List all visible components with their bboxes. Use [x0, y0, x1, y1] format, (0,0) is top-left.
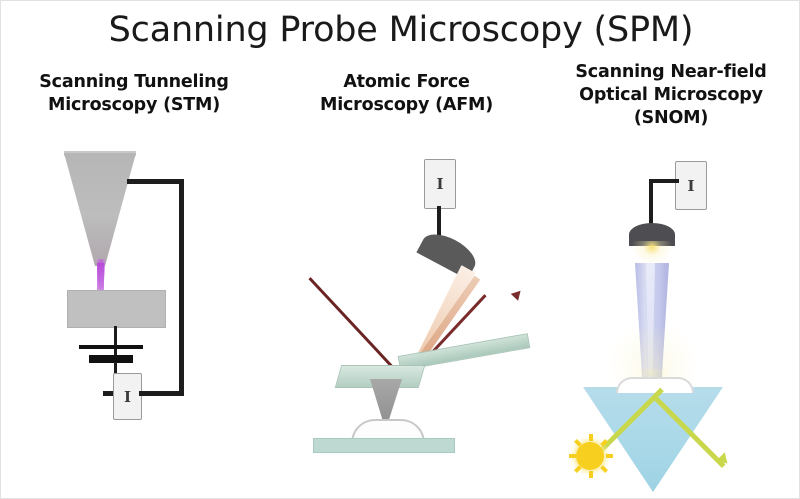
- stm-sample-surface: [67, 290, 166, 328]
- stm-wire-vertical-right: [179, 179, 184, 394]
- stm-tunneling-core-icon: [97, 263, 104, 305]
- panel-title-snom: Scanning Near-field Optical Microscopy (…: [546, 61, 796, 130]
- snom-fiber-core: [646, 263, 655, 381]
- stm-wire-meter-right: [139, 391, 184, 396]
- sun-ray-icon: [589, 434, 593, 441]
- snom-wire-vertical: [649, 179, 653, 227]
- afm-title-line2: Microscopy (AFM): [320, 95, 493, 115]
- snom-title-line1: Scanning Near-field: [575, 62, 767, 82]
- stm-title-line1: Scanning Tunneling: [39, 72, 229, 92]
- panel-title-stm: Scanning Tunneling Microscopy (STM): [9, 71, 259, 117]
- sun-ray-icon: [574, 439, 582, 447]
- sun-ray-icon: [574, 465, 582, 473]
- snom-title-line3: (SNOM): [633, 108, 709, 128]
- sun-ray-icon: [569, 454, 576, 458]
- stm-battery-plate-short-icon: [89, 355, 133, 363]
- snom-detector-dome-icon: [629, 223, 675, 246]
- stm-battery-plate-long-icon: [79, 345, 143, 349]
- stm-wire-tip-to-circuit: [127, 179, 183, 184]
- sun-ray-icon: [589, 471, 593, 478]
- sun-ray-icon: [600, 465, 608, 473]
- page-title: Scanning Probe Microscopy (SPM): [108, 10, 694, 50]
- stm-current-meter: I: [113, 373, 142, 420]
- stm-probe-tip-icon: [64, 153, 136, 266]
- snom-wire-horizontal: [649, 179, 679, 183]
- afm-sample-surface: [313, 438, 455, 453]
- snom-signal-meter: I: [675, 161, 707, 210]
- afm-title-line1: Atomic Force: [343, 72, 470, 92]
- afm-wire-detector-to-meter: [437, 206, 441, 243]
- stm-title-line2: Microscopy (STM): [47, 95, 221, 115]
- panel-title-afm: Atomic Force Microscopy (AFM): [284, 71, 529, 117]
- afm-signal-meter: I: [424, 159, 456, 209]
- snom-title-line2: Optical Microscopy: [579, 85, 763, 105]
- afm-arrow-head-icon: [510, 287, 525, 301]
- sun-ray-icon: [606, 454, 613, 458]
- stm-wire-sample-to-battery: [114, 326, 117, 358]
- snom-light-source-sun-icon: [569, 434, 613, 478]
- snom-sample-surface: [616, 377, 694, 393]
